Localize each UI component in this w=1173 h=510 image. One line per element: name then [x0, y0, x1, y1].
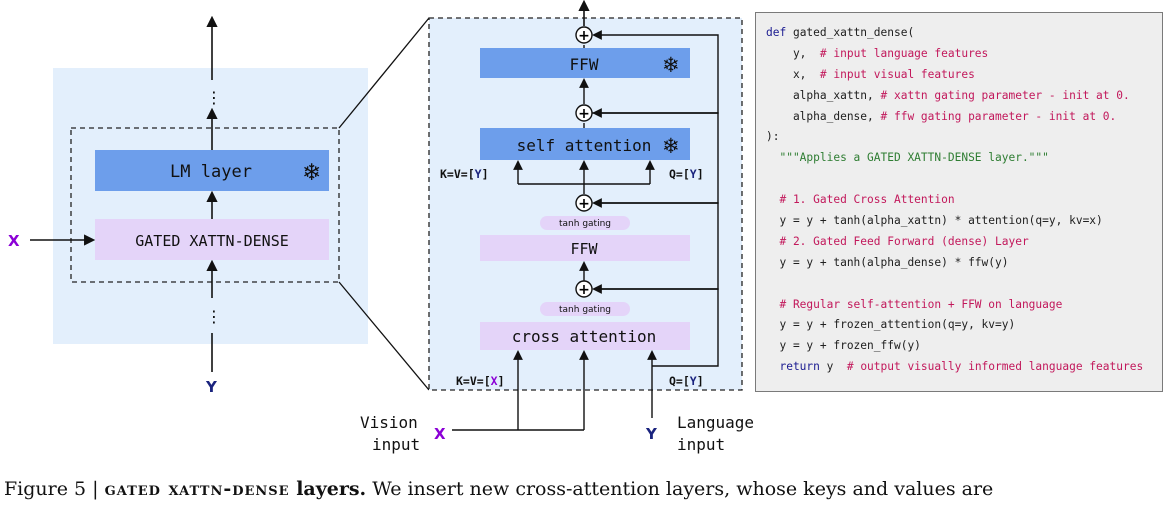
- self-attention-snowflake-icon: ❄: [662, 134, 680, 158]
- code-token: alpha_dense,: [766, 109, 881, 123]
- code-line: ):: [766, 127, 1162, 148]
- language-input-label-2: input: [677, 435, 725, 454]
- code-token: ):: [766, 130, 780, 144]
- caption-prefix: Figure 5 |: [4, 478, 105, 500]
- code-line: # Regular self-attention + FFW on langua…: [766, 295, 1162, 316]
- svg-text:+: +: [578, 28, 590, 44]
- code-token: # xattn gating parameter - init at 0.: [880, 88, 1130, 102]
- code-token: # input visual features: [819, 67, 975, 81]
- code-line: # 2. Gated Feed Forward (dense) Layer: [766, 232, 1162, 253]
- svg-text:+: +: [578, 106, 590, 122]
- self-kv-label: K=V=[Y]: [440, 167, 489, 181]
- tanh-gating-badge-2: [540, 302, 630, 316]
- ffw-snowflake-icon: ❄: [662, 53, 680, 77]
- figure-caption: Figure 5 | gated xattn-dense layers. We …: [4, 478, 1173, 500]
- caption-smallcaps: gated xattn-dense: [104, 478, 290, 500]
- vision-input-label-2: input: [372, 435, 420, 454]
- code-line: y = y + frozen_ffw(y): [766, 336, 1162, 357]
- code-token: y = y + frozen_attention(q=y, kv=y): [766, 318, 1016, 332]
- code-line: [766, 274, 1162, 295]
- add-node-3: [575, 194, 593, 212]
- code-line: def gated_xattn_dense(: [766, 23, 1162, 44]
- lm-background-panel: [53, 68, 368, 344]
- add-node-1: [575, 26, 593, 44]
- code-token: gated_xattn_dense(: [792, 26, 915, 39]
- lm-layer-block: [95, 150, 329, 191]
- cross-q-label: Q=[Y]: [669, 374, 704, 388]
- code-token: def: [766, 26, 793, 39]
- x-input-label: X: [8, 232, 20, 250]
- ffw-gated-block: [480, 235, 690, 261]
- self-attention-block: [480, 128, 690, 160]
- code-token: # input language features: [819, 46, 989, 60]
- gated-xattn-dense-block: [95, 219, 329, 260]
- svg-text:+: +: [578, 282, 590, 298]
- ffw-gated-label: FFW: [570, 240, 598, 258]
- cross-kv-label: K=V=[X]: [456, 374, 505, 388]
- ellipsis-top: ⋮: [206, 88, 222, 107]
- code-token: alpha_xattn,: [766, 88, 881, 102]
- vision-x-var: X: [434, 425, 446, 443]
- cross-attention-label: cross attention: [512, 327, 657, 346]
- add-node-4: [575, 280, 593, 298]
- add-node-2: [575, 104, 593, 122]
- cross-attention-block: [480, 322, 690, 350]
- code-listing: def gated_xattn_dense( y, # input langua…: [755, 12, 1163, 392]
- ellipsis-bottom: ⋮: [206, 307, 222, 326]
- gated-xattn-dense-label: GATED XATTN-DENSE: [135, 232, 289, 250]
- code-token: # output visually informed language feat…: [846, 360, 1144, 374]
- code-line: [766, 169, 1162, 190]
- lm-layer-label: LM layer: [170, 162, 252, 182]
- code-line: """Applies a GATED XATTN-DENSE layer.""": [766, 148, 1162, 169]
- ffw-frozen-label: FFW: [570, 55, 599, 74]
- code-line: y, # input language features: [766, 44, 1162, 65]
- code-line: x, # input visual features: [766, 65, 1162, 86]
- code-token: y: [826, 360, 847, 374]
- ffw-frozen-block: [480, 48, 690, 78]
- code-token: y,: [766, 46, 820, 60]
- caption-rest: We insert new cross-attention layers, wh…: [366, 478, 994, 500]
- code-line: # 1. Gated Cross Attention: [766, 190, 1162, 211]
- code-line: return y # output visually informed lang…: [766, 357, 1162, 378]
- tanh-gating-label-1: tanh gating: [559, 219, 611, 229]
- self-attention-label: self attention: [517, 136, 652, 155]
- code-token: y = y + frozen_ffw(y): [766, 339, 921, 353]
- code-token: y = y + tanh(alpha_xattn) * attention(q=…: [766, 214, 1103, 228]
- y-input-label: Y: [205, 378, 218, 396]
- code-line: y = y + frozen_attention(q=y, kv=y): [766, 315, 1162, 336]
- self-q-label: Q=[Y]: [669, 167, 704, 181]
- vision-input-label-1: Vision: [360, 413, 418, 432]
- code-line: alpha_xattn, # xattn gating parameter - …: [766, 86, 1162, 107]
- code-token: """Applies a GATED XATTN-DENSE layer.""": [766, 151, 1049, 165]
- code-token: x,: [766, 67, 820, 81]
- code-token: return: [766, 360, 827, 374]
- architecture-diagram: ⋮ LM layer ❄ GATED XATTN-DENSE X ⋮ Y + F…: [8, 0, 754, 454]
- code-token: # ffw gating parameter - init at 0.: [880, 109, 1117, 123]
- caption-bold: layers.: [289, 478, 367, 500]
- language-y-var: Y: [645, 425, 658, 443]
- code-token: # Regular self-attention + FFW on langua…: [766, 297, 1063, 311]
- language-input-label-1: Language: [677, 413, 754, 432]
- code-line: y = y + tanh(alpha_xattn) * attention(q=…: [766, 211, 1162, 232]
- code-token: # 1. Gated Cross Attention: [766, 193, 955, 207]
- code-line: alpha_dense, # ffw gating parameter - in…: [766, 107, 1162, 128]
- code-token: # 2. Gated Feed Forward (dense) Layer: [766, 234, 1029, 248]
- snowflake-icon: ❄: [302, 160, 321, 186]
- tanh-gating-badge-1: [540, 216, 630, 230]
- xattn-dashed-outline: [70, 127, 340, 283]
- tanh-gating-label-2: tanh gating: [559, 305, 611, 315]
- svg-text:+: +: [578, 196, 590, 212]
- code-line: y = y + tanh(alpha_dense) * ffw(y): [766, 253, 1162, 274]
- code-token: y = y + tanh(alpha_dense) * ffw(y): [766, 255, 1009, 269]
